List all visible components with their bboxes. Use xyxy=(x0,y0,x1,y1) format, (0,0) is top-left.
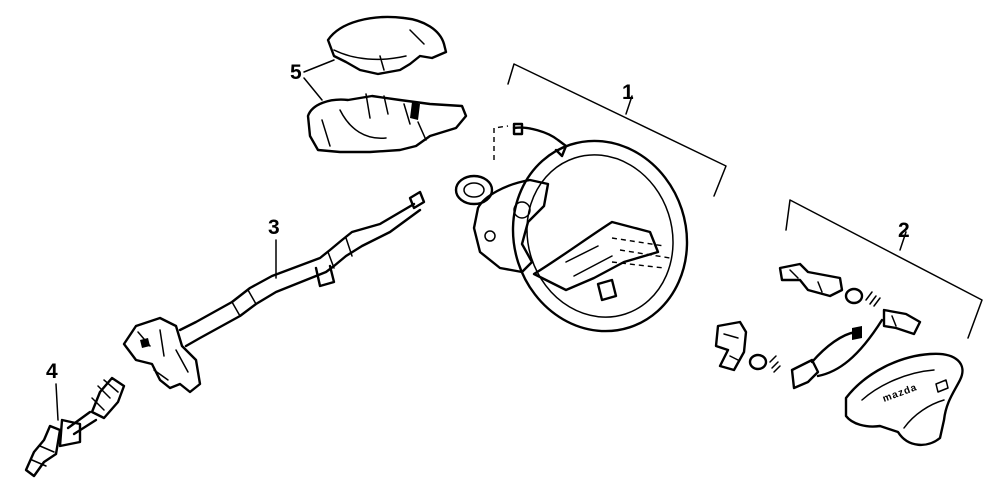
column-cover-lower xyxy=(306,93,468,154)
callout-1-number: 1 xyxy=(622,81,634,104)
horn-contact-plate-upper xyxy=(778,262,844,298)
column-cover-upper xyxy=(326,15,448,76)
horn-contact-ring xyxy=(454,174,494,206)
callout-5: 5 xyxy=(290,59,335,101)
bracket-2: 2 xyxy=(785,199,983,339)
callout-3-number: 3 xyxy=(268,216,280,239)
intermediate-shaft: 4 xyxy=(24,360,126,478)
column-mounting-bracket xyxy=(122,316,202,394)
callout-5-number: 5 xyxy=(290,61,302,84)
callout-2-number: 2 xyxy=(898,219,910,242)
horn-contact-plate-lower xyxy=(714,320,748,372)
callout-4-number: 4 xyxy=(46,360,58,383)
horn-wire xyxy=(493,122,568,160)
steering-column-shaft: 3 xyxy=(178,190,426,348)
horn-pad: mazda xyxy=(844,352,964,446)
contact-spring-upper xyxy=(844,287,881,307)
horn-contact-plate-right xyxy=(882,308,922,336)
contact-spring-lower xyxy=(748,353,781,373)
mazda-logo-text: mazda xyxy=(881,382,919,405)
steering-wheel xyxy=(472,139,689,333)
bracket-1: 1 xyxy=(507,63,727,197)
horn-lead-wire xyxy=(790,318,884,390)
